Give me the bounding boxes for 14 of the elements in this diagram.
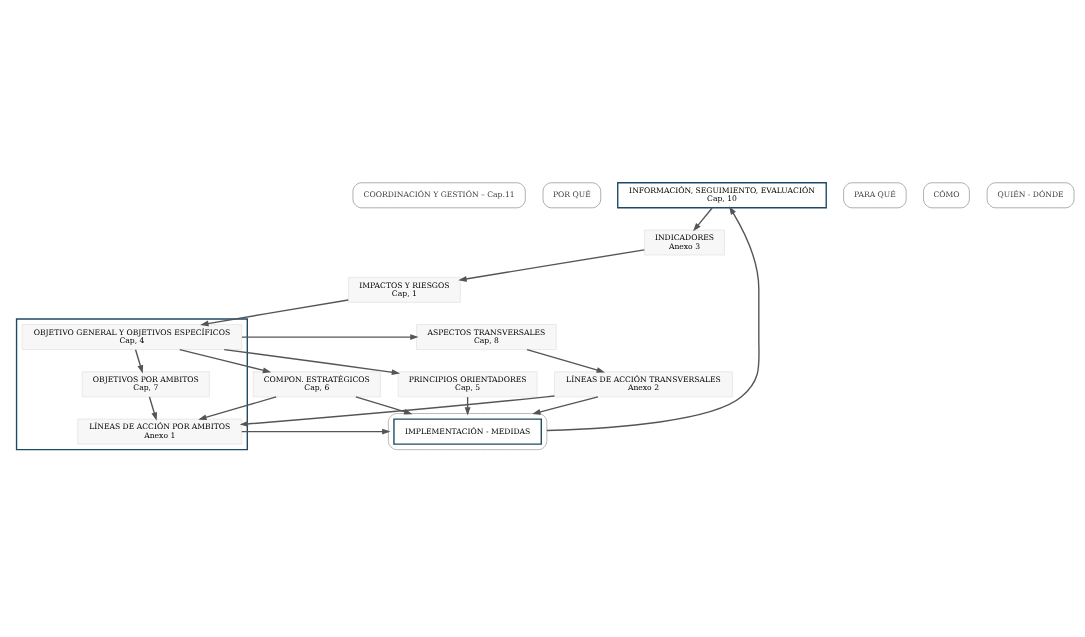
arrow [693, 206, 713, 231]
arrow [223, 348, 401, 375]
arrow [241, 428, 391, 435]
arrow [134, 348, 144, 374]
arrow [532, 395, 599, 415]
cluster [388, 412, 548, 450]
arrow [546, 205, 760, 431]
arrow [179, 348, 272, 373]
arrow [241, 333, 419, 340]
arrow [148, 395, 158, 421]
arrow [200, 298, 349, 326]
arrow [198, 395, 277, 420]
arrow [526, 348, 605, 373]
arrow [458, 248, 645, 282]
